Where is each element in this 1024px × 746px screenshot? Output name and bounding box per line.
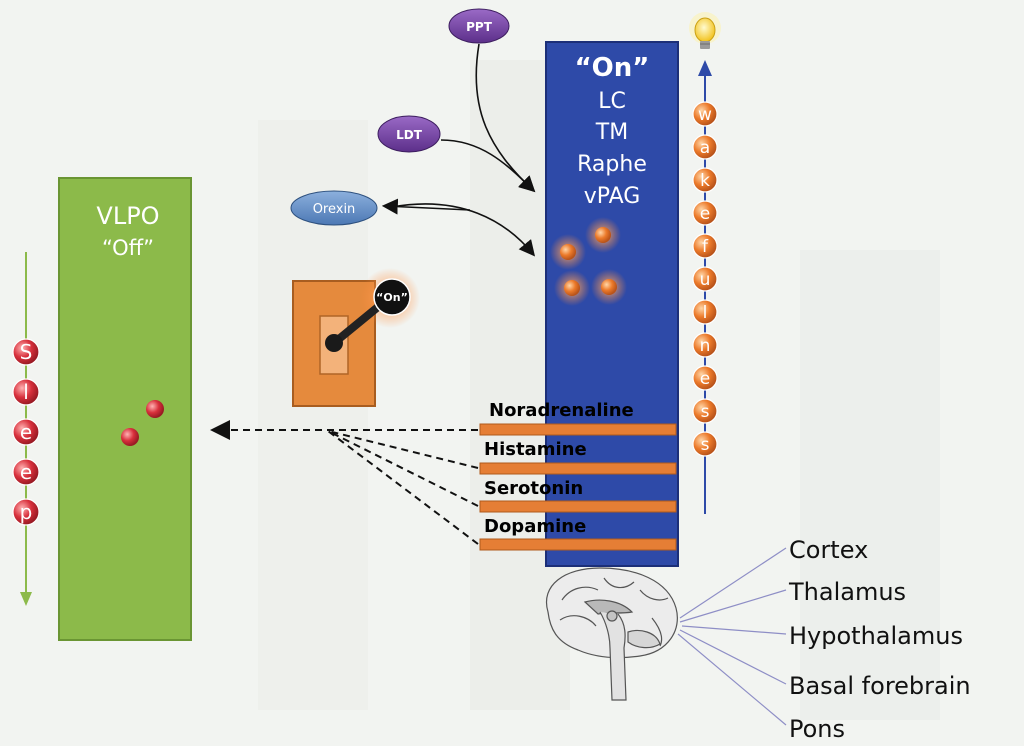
wake-letter: u [700, 270, 711, 290]
wake-letter: k [700, 171, 710, 191]
on-neuron [595, 227, 611, 243]
noradrenaline-bar [479, 423, 677, 436]
wake-bead [692, 134, 718, 160]
ldt-node [377, 115, 441, 153]
wake-bead [692, 167, 718, 193]
histamine-label: Histamine [484, 439, 587, 460]
on-neuron [564, 280, 580, 296]
sleep-bead [12, 338, 40, 366]
vlpo-state: “Off” [102, 236, 154, 260]
sleep-bead [12, 498, 40, 526]
target-cortex: Cortex [789, 536, 868, 564]
vlpo-title: VLPO [96, 202, 159, 230]
inhibitory-projections [210, 420, 479, 545]
wake-letter: f [702, 237, 709, 257]
wake-bead [692, 332, 718, 358]
wake-bead [692, 398, 718, 424]
sleep-letter: p [20, 500, 33, 524]
sleep-bead [12, 378, 40, 406]
wake-bead [692, 200, 718, 226]
sleep-bead [12, 458, 40, 486]
target-pons: Pons [789, 715, 845, 743]
switch-label: “On” [376, 291, 408, 304]
wake-letter: s [701, 402, 710, 422]
ppt-node [448, 8, 510, 44]
switch-lever [330, 298, 388, 347]
wakefulness-arrowhead [698, 60, 712, 76]
on-neuron [560, 244, 576, 260]
background-column [800, 250, 940, 720]
brain-icon [545, 567, 678, 701]
vlpo-neuron [121, 428, 139, 446]
nucleus-lc: LC [598, 89, 626, 114]
wake-letter: w [698, 105, 712, 125]
sleep-letter: e [20, 460, 32, 484]
sleep-letter: S [20, 340, 33, 364]
wake-bead [692, 299, 718, 325]
wake-bead [692, 233, 718, 259]
noradrenaline-label: Noradrenaline [489, 400, 634, 421]
vlpo-neuron [146, 400, 164, 418]
sleep-letter: e [20, 420, 32, 444]
sleep-letter: l [23, 380, 29, 404]
on-neuron [601, 279, 617, 295]
histamine-bar [479, 462, 677, 475]
switch-pivot [325, 334, 343, 352]
sleep-arrowhead [20, 592, 32, 606]
dopamine-label: Dopamine [484, 516, 586, 537]
orexin-node [290, 190, 378, 226]
wake-letter: e [700, 204, 710, 224]
wake-letter: s [701, 435, 710, 455]
on-panel-state: “On” [575, 53, 650, 83]
wake-letter: l [703, 303, 708, 323]
target-hypothalamus: Hypothalamus [789, 622, 963, 650]
wake-bead [692, 101, 718, 127]
dopamine-bar [479, 538, 677, 551]
wake-bead [692, 365, 718, 391]
serotonin-bar [479, 500, 677, 513]
target-fan [677, 547, 787, 726]
wake-letter: e [700, 369, 710, 389]
serotonin-label: Serotonin [484, 478, 583, 499]
ldt-label: LDT [396, 128, 423, 142]
switch-knob [373, 278, 411, 316]
vlpo-panel [58, 177, 192, 641]
input-arrows [381, 43, 536, 257]
on-switch: “On” [292, 268, 420, 407]
nucleus-tm: TM [595, 120, 628, 145]
nucleus-raphe: Raphe [577, 152, 647, 177]
orexin-label: Orexin [313, 202, 356, 217]
wake-bead [692, 266, 718, 292]
sleep-bead [12, 418, 40, 446]
light-bulb-icon [689, 12, 721, 49]
wake-letter: n [700, 336, 711, 356]
target-basal-forebrain: Basal forebrain [789, 672, 971, 700]
wake-letter: a [700, 138, 710, 158]
ppt-label: PPT [466, 20, 493, 34]
target-thalamus: Thalamus [788, 578, 906, 606]
nucleus-vpag: vPAG [584, 184, 641, 209]
wake-bead [692, 431, 718, 457]
